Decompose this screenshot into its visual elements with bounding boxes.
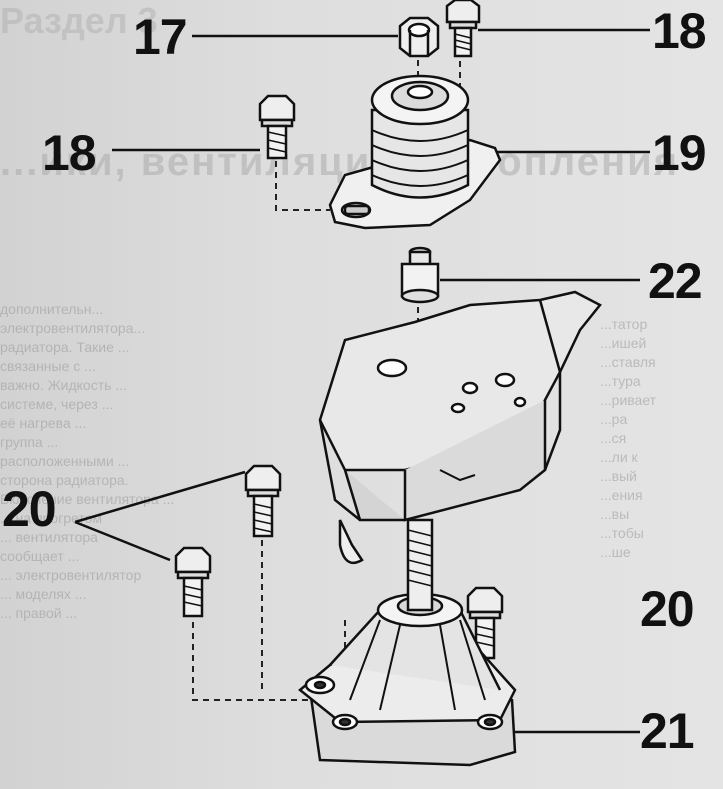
- right-text-line: ...татор: [600, 316, 648, 332]
- left-text-line: ... на прогретом: [0, 510, 102, 526]
- right-text-line: ...вый: [600, 468, 637, 484]
- left-text-line: электровентилятора...: [0, 320, 146, 336]
- left-text-line: системе, через ...: [0, 396, 114, 412]
- callout-19: 19: [652, 125, 707, 181]
- left-text-line: расположенными ...: [0, 453, 130, 469]
- nut-17: [398, 16, 440, 58]
- callout-17: 17: [133, 9, 188, 65]
- page-heading: ...ики, вентиляции и отопления: [0, 140, 680, 184]
- section-heading: Раздел 3: [0, 0, 158, 41]
- right-text-line: ...ставля: [600, 354, 656, 370]
- right-text-line: ...вы: [600, 506, 630, 522]
- callout-22: 22: [648, 253, 703, 309]
- left-text-line: важно. Жидкость ...: [0, 377, 127, 393]
- bushing-22: [400, 246, 440, 304]
- callout-21: 21: [640, 703, 695, 759]
- right-text-line: ...ше: [600, 544, 631, 560]
- left-text-line: ... моделях ...: [0, 586, 87, 602]
- left-text-line: сообщает ...: [0, 548, 80, 564]
- leader-lines: [74, 28, 650, 734]
- right-text-line: ...ишей: [600, 335, 647, 351]
- left-text-line: ... электровентилятор: [0, 567, 142, 583]
- left-text-line: ... вентилятора: [0, 529, 98, 545]
- callout-20-right: 20: [640, 581, 695, 637]
- left-text-line: связанные с ...: [0, 358, 96, 374]
- right-text-column: ...татор ...ишей ...ставля ...тура ...ривает…: [600, 315, 723, 562]
- bolt-18-left: [258, 94, 296, 160]
- leader-20-a: [74, 470, 246, 524]
- right-text-line: ...ения: [600, 487, 643, 503]
- left-text-line: её нагрева ...: [0, 415, 87, 431]
- bolt-20-right: [466, 586, 504, 660]
- left-text-column: дополнительн... электровентилятора... ради…: [0, 300, 340, 623]
- rubber-mount-19: [328, 74, 502, 230]
- left-text-line: радиатора. Такие ...: [0, 339, 130, 355]
- right-text-line: ...тура: [600, 373, 641, 389]
- leader-20-b: [74, 520, 171, 562]
- left-text-line: ... правой ...: [0, 605, 78, 621]
- left-text-line: дополнительн...: [0, 301, 104, 317]
- callout-20-left: 20: [2, 481, 57, 537]
- callout-18-left: 18: [42, 125, 97, 181]
- bolt-18-top: [445, 0, 481, 58]
- callout-18-top: 18: [652, 3, 707, 59]
- right-text-line: ...ривает: [600, 392, 657, 408]
- left-text-line: группа ...: [0, 434, 59, 450]
- right-text-line: ...ра: [600, 411, 628, 427]
- right-text-line: ...ся: [600, 430, 627, 446]
- bolt-20-upper: [244, 464, 282, 538]
- lower-support-21: [298, 518, 517, 767]
- bolt-20-lower: [174, 546, 212, 618]
- mounting-bracket: [318, 290, 602, 565]
- right-text-line: ...ли к: [600, 449, 638, 465]
- left-text-line: сторона радиатора.: [0, 472, 129, 488]
- right-text-line: ...тобы: [600, 525, 644, 541]
